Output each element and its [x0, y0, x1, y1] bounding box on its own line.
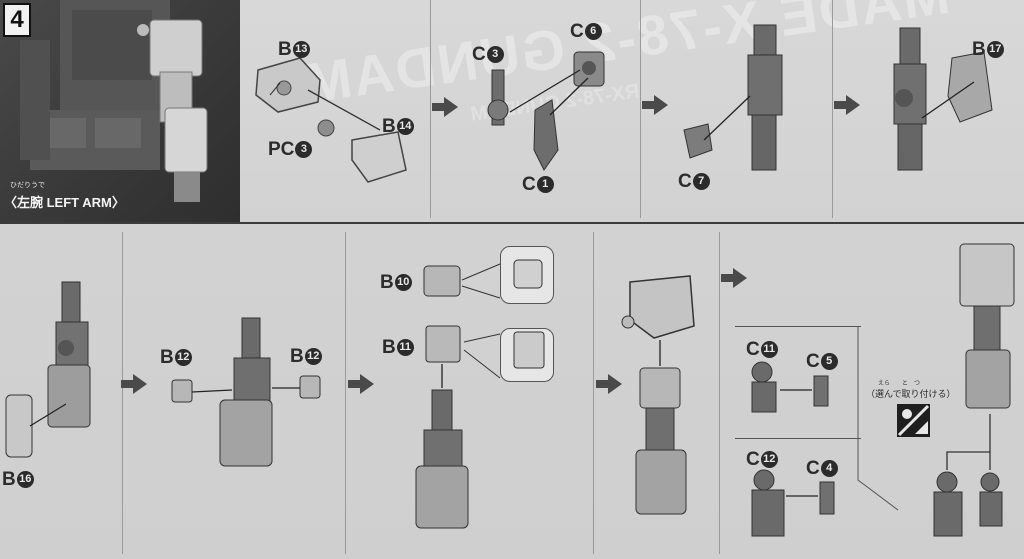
panel-divider — [640, 0, 641, 218]
row-divider — [0, 222, 1024, 224]
arm-assembly-shoulder — [621, 275, 695, 515]
arm-assembly-b12 — [171, 317, 321, 467]
either-or-icon — [897, 404, 930, 437]
part-assembly-b17 — [893, 27, 993, 171]
step-arrow-icon — [596, 374, 622, 394]
reference-photo: 4 ひだりうで 〈左腕 LEFT ARM〉 — [0, 0, 240, 222]
panel-divider — [122, 232, 123, 554]
step-number: 4 — [3, 3, 31, 37]
choose-note-ruby: えら と つ — [878, 381, 921, 387]
panel-divider — [430, 0, 431, 218]
step-arrow-icon — [721, 268, 747, 288]
part-assembly-b13-b14 — [255, 57, 407, 183]
part-assembly-c3-c6-c1 — [487, 51, 605, 171]
section-title: 〈左腕 LEFT ARM〉 — [4, 195, 125, 210]
section-ruby: ひだりうで — [10, 182, 45, 189]
step-arrow-icon — [348, 374, 374, 394]
bracket-line — [735, 438, 861, 439]
panel-divider — [345, 232, 346, 554]
bracket-line — [735, 326, 861, 327]
choose-note: （選んで取り付ける） — [866, 389, 956, 399]
hand-options-assembly — [751, 243, 1015, 537]
panel-divider — [593, 232, 594, 554]
arm-assembly-b16 — [5, 281, 91, 458]
arm-assembly-b10-b11 — [415, 259, 545, 529]
robot-photo-illustration — [20, 0, 208, 202]
step-arrow-icon — [432, 97, 458, 117]
panel-divider — [832, 0, 833, 218]
part-assembly-c7 — [683, 24, 783, 171]
step-arrow-icon — [834, 95, 860, 115]
step-arrow-icon — [642, 95, 668, 115]
panel-divider — [719, 232, 720, 554]
step-arrow-icon — [121, 374, 147, 394]
